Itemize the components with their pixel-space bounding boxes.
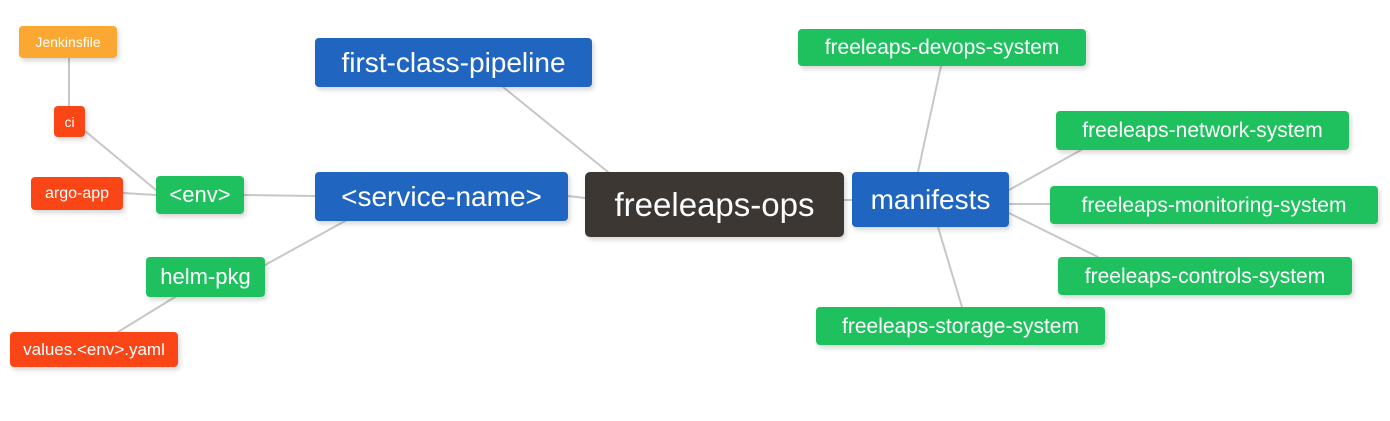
node-argo-app[interactable]: argo-app: [31, 177, 123, 210]
edge-manifests-to-freeleaps-storage-system: [937, 226, 963, 308]
node-helm-pkg[interactable]: helm-pkg: [146, 257, 265, 297]
edge-env-to-service-name: [243, 194, 316, 197]
edge-manifests-to-freeleaps-network-system: [1008, 149, 1082, 191]
node-freeleaps-storage-system[interactable]: freeleaps-storage-system: [816, 307, 1105, 345]
edge-service-name-to-freeleaps-ops: [567, 195, 586, 199]
node-freeleaps-network-system[interactable]: freeleaps-network-system: [1056, 111, 1349, 150]
node-ci[interactable]: ci: [54, 106, 85, 137]
node-jenkinsfile[interactable]: Jenkinsfile: [19, 26, 117, 58]
edge-first-class-pipeline-to-freeleaps-ops: [502, 86, 609, 173]
node-env[interactable]: <env>: [156, 176, 244, 214]
edge-manifests-to-freeleaps-devops-system: [917, 65, 942, 173]
node-freeleaps-ops[interactable]: freeleaps-ops: [585, 172, 844, 237]
edge-values-yaml-to-helm-pkg: [117, 296, 176, 333]
node-service-name[interactable]: <service-name>: [315, 172, 568, 221]
node-freeleaps-devops-system[interactable]: freeleaps-devops-system: [798, 29, 1086, 66]
node-manifests[interactable]: manifests: [852, 172, 1009, 227]
node-freeleaps-monitoring-system[interactable]: freeleaps-monitoring-system: [1050, 186, 1378, 224]
node-first-class-pipeline[interactable]: first-class-pipeline: [315, 38, 592, 87]
edge-argo-app-to-env: [122, 192, 157, 196]
node-freeleaps-controls-system[interactable]: freeleaps-controls-system: [1058, 257, 1352, 295]
edge-helm-pkg-to-service-name: [264, 220, 346, 266]
node-values-yaml[interactable]: values.<env>.yaml: [10, 332, 178, 367]
